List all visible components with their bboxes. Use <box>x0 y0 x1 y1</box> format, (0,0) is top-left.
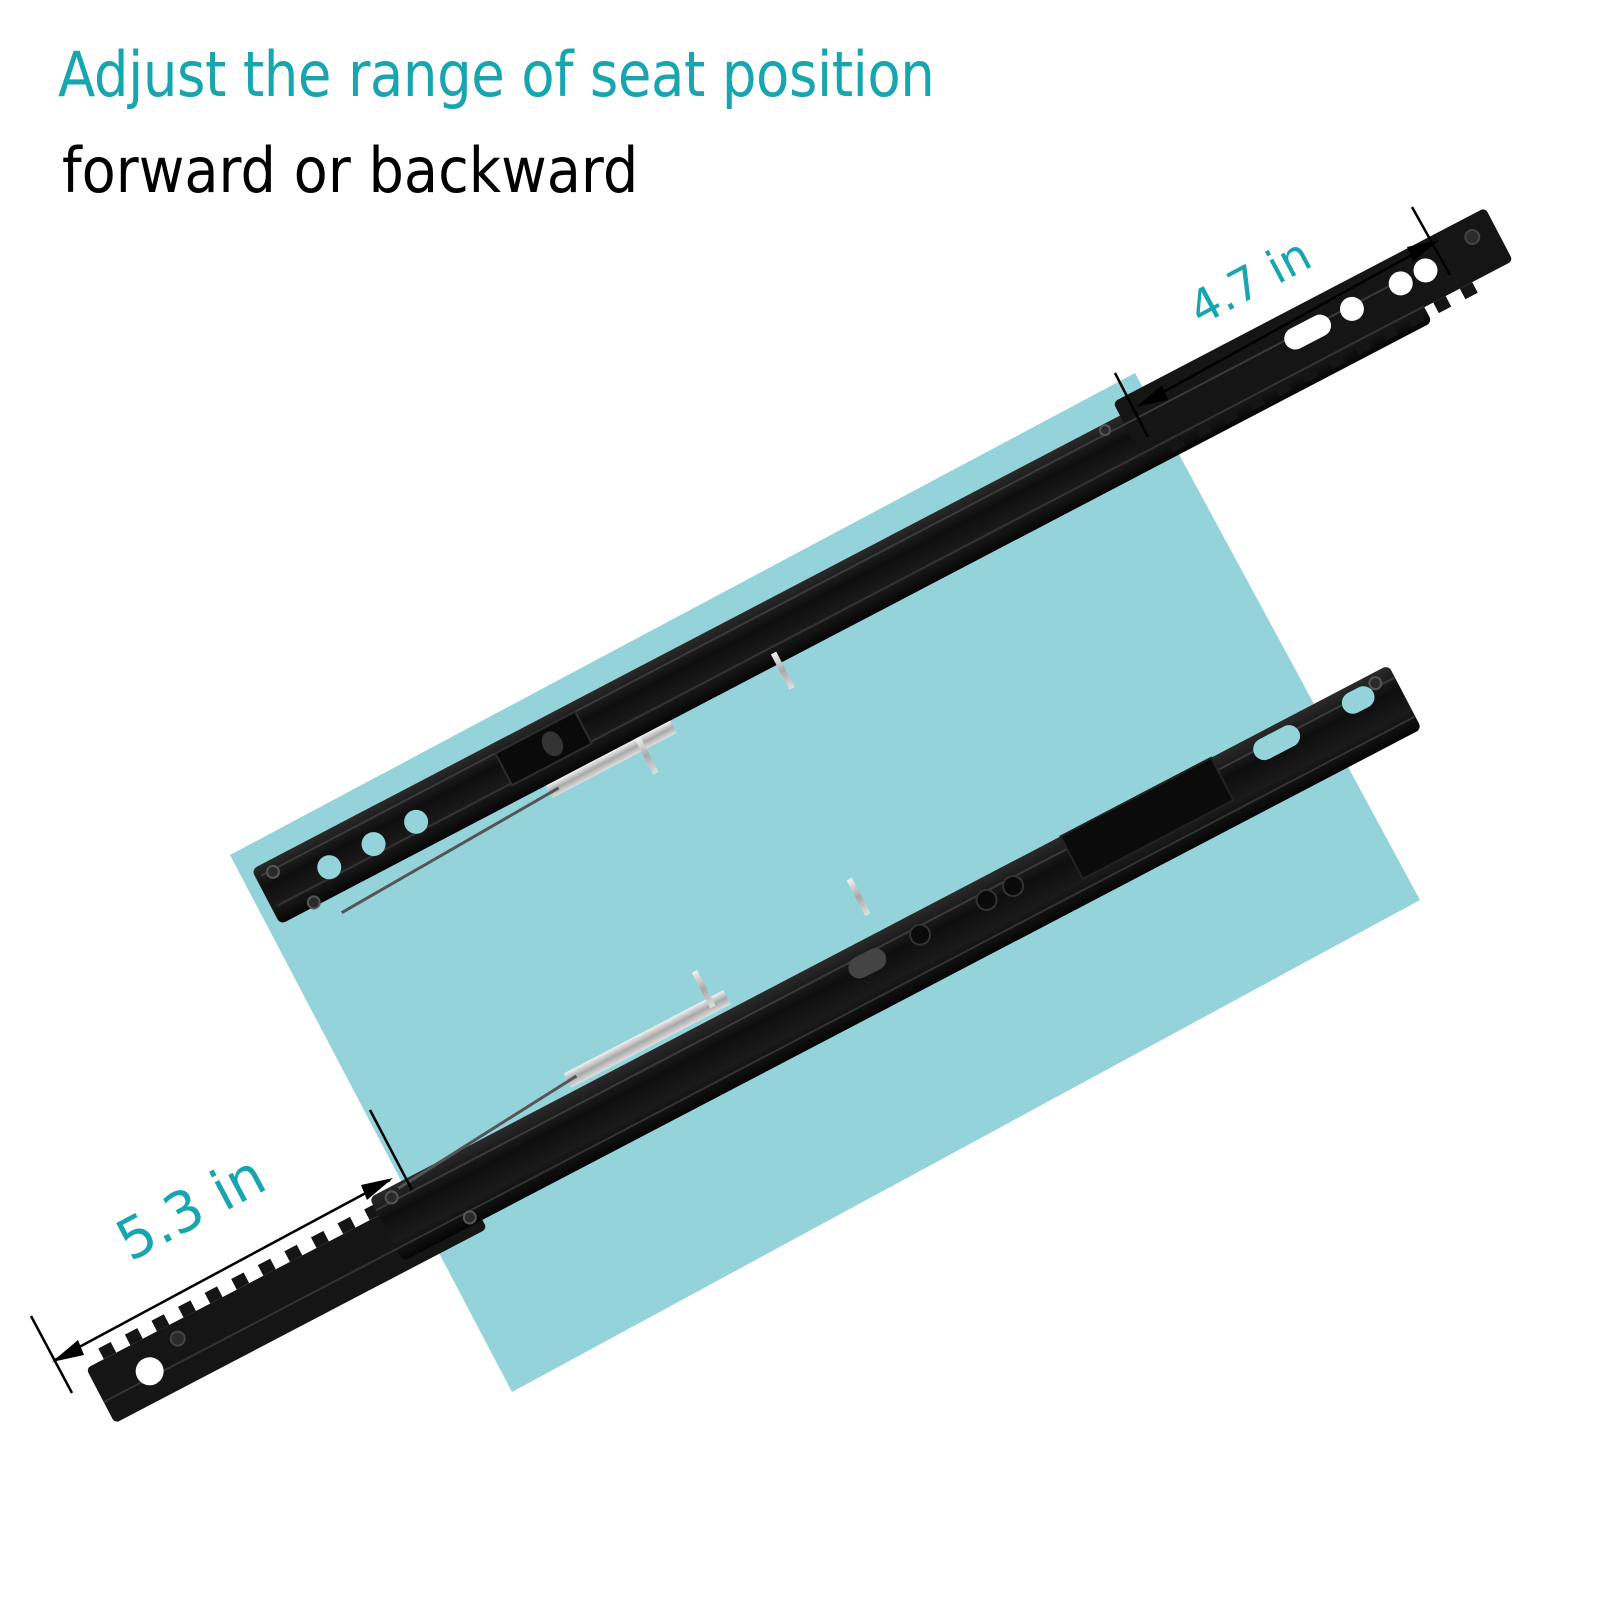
dimension-line <box>1139 240 1436 407</box>
lower-rail <box>87 667 1420 1422</box>
extension-line <box>1113 372 1150 438</box>
extension-line <box>1410 206 1452 276</box>
dimension-line <box>54 1178 391 1362</box>
arrowhead-right-icon <box>1407 240 1439 262</box>
extension-line <box>29 1315 74 1394</box>
headline-title: Adjust the range of seat position <box>58 38 935 111</box>
arrowhead-right-icon <box>361 1178 393 1200</box>
arrowhead-left-icon <box>52 1340 84 1362</box>
upper-rail <box>253 209 1512 923</box>
arrowhead-left-icon <box>1136 385 1168 407</box>
headline-subtitle: forward or backward <box>62 134 639 207</box>
extension-line <box>368 1109 414 1191</box>
